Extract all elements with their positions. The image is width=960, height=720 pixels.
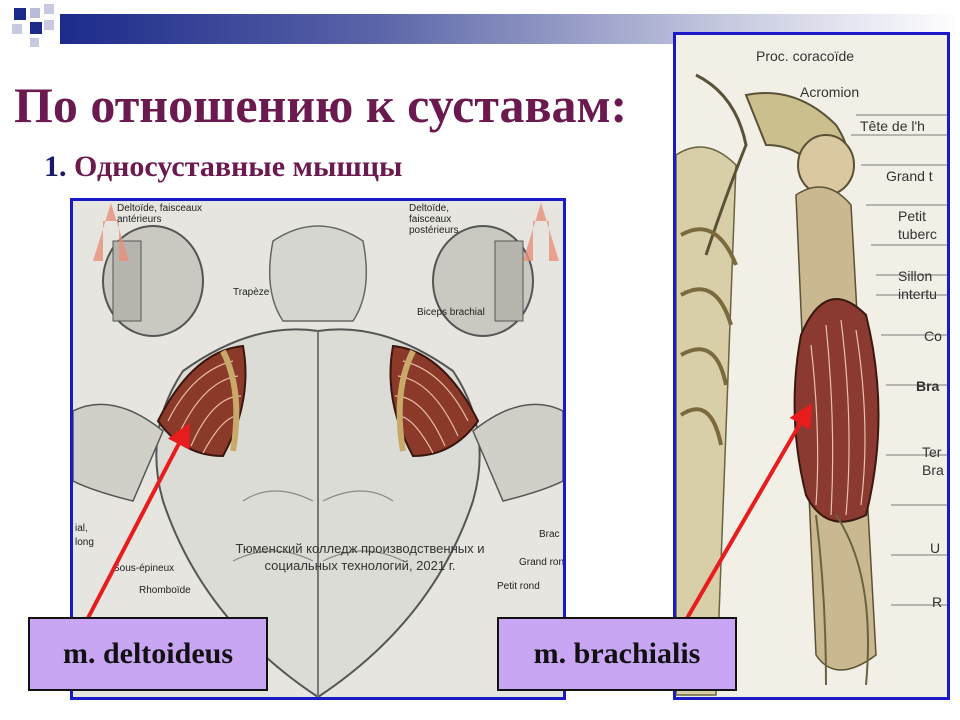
corner-square-2 xyxy=(30,8,40,18)
label-grand-t: Grand t xyxy=(886,168,933,184)
label-rhomboide: Rhomboïde xyxy=(139,585,191,596)
label-brac: Brac xyxy=(539,529,560,540)
label-long: long xyxy=(75,537,94,548)
label-bra-2: Bra xyxy=(922,462,944,478)
label-acromion: Acromion xyxy=(800,84,860,100)
corner-square-1 xyxy=(14,8,26,20)
label-u: U xyxy=(930,540,941,556)
label-grand-rond: Grand rond xyxy=(519,557,566,568)
label-bra: Bra xyxy=(916,378,940,394)
label-sillon: Sillon xyxy=(898,268,933,284)
arm-anatomy-image: Proc. coracoïde Acromion Tête de l'h Gra… xyxy=(673,32,950,700)
label-tete: Tête de l'h xyxy=(860,118,925,134)
label-trapeze: Trapèze xyxy=(233,287,270,298)
corner-square-3 xyxy=(44,4,54,14)
label-r: R xyxy=(932,594,943,610)
subtitle-text: Односуставные мышцы xyxy=(74,150,403,183)
slide-subtitle: 1. Односуставные мышцы xyxy=(44,150,402,184)
label-co: Co xyxy=(924,328,942,344)
label-deltoide-anterieurs: Deltoïde, faisceaux antérieurs xyxy=(117,203,203,225)
label-ial: ial, xyxy=(75,523,88,534)
label-ter: Ter xyxy=(922,444,942,460)
label-tuberc: tuberc xyxy=(898,226,937,242)
corner-square-4 xyxy=(30,22,42,34)
label-intertu: intertu xyxy=(898,286,937,302)
label-proc-coracoide: Proc. coracoïde xyxy=(756,48,855,64)
watermark-text: Тюменский колледж производственных и соц… xyxy=(235,541,485,573)
deltoideus-label-box: m. deltoideus xyxy=(28,617,268,691)
corner-square-7 xyxy=(30,38,39,47)
subtitle-number: 1. xyxy=(44,150,67,183)
label-deltoide-posterieurs: Deltoïde, faisceaux postérieurs xyxy=(409,203,459,236)
slide-title: По отношению к суставам: xyxy=(14,77,628,133)
corner-square-5 xyxy=(12,24,22,34)
label-petit: Petit xyxy=(898,208,927,224)
label-biceps: Biceps brachial xyxy=(417,307,485,318)
brachialis-label-box: m. brachialis xyxy=(497,617,737,691)
label-sous-epineux: Sous-épineux xyxy=(113,563,175,574)
corner-square-6 xyxy=(44,20,54,30)
arm-anatomy-drawing xyxy=(676,35,947,697)
label-petit-rond: Petit rond xyxy=(497,581,540,592)
